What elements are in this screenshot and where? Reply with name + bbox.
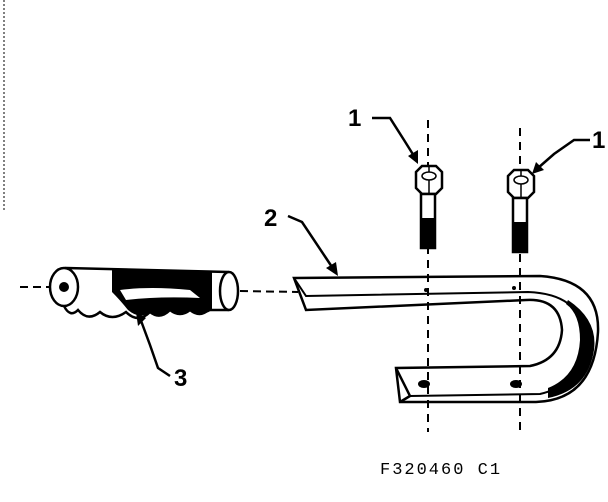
bolt-left — [414, 164, 444, 250]
callout-bolt-right: 1 — [592, 127, 605, 154]
callout-bracket: 2 — [264, 205, 277, 232]
callout-1-right-leader — [537, 138, 590, 169]
callout-1-left-arrow — [408, 150, 418, 164]
callout-bolt-left: 1 — [348, 105, 361, 132]
callout-2-leader — [287, 214, 336, 271]
bolt-right — [506, 168, 536, 254]
figure-code: F320460 C1 — [380, 461, 502, 480]
bracket-top-hole-right — [512, 286, 516, 290]
callout-3-arrow — [136, 312, 146, 326]
grip-right-end — [218, 270, 240, 312]
callout-grip: 3 — [174, 365, 187, 392]
grip-axis-right — [239, 290, 299, 293]
bracket — [292, 274, 600, 404]
grip-band-highlight — [120, 288, 200, 300]
callout-1-right-arrow — [532, 162, 544, 174]
handle-grip — [20, 266, 299, 320]
bracket-outline — [292, 274, 600, 404]
grip-end-hole — [59, 282, 69, 292]
callout-2-arrow — [326, 262, 338, 276]
bracket-bend-shade — [548, 300, 595, 398]
bracket-lower-end — [394, 367, 412, 404]
callout-1-left-leader — [372, 116, 416, 157]
callout-3-leader — [138, 317, 171, 378]
